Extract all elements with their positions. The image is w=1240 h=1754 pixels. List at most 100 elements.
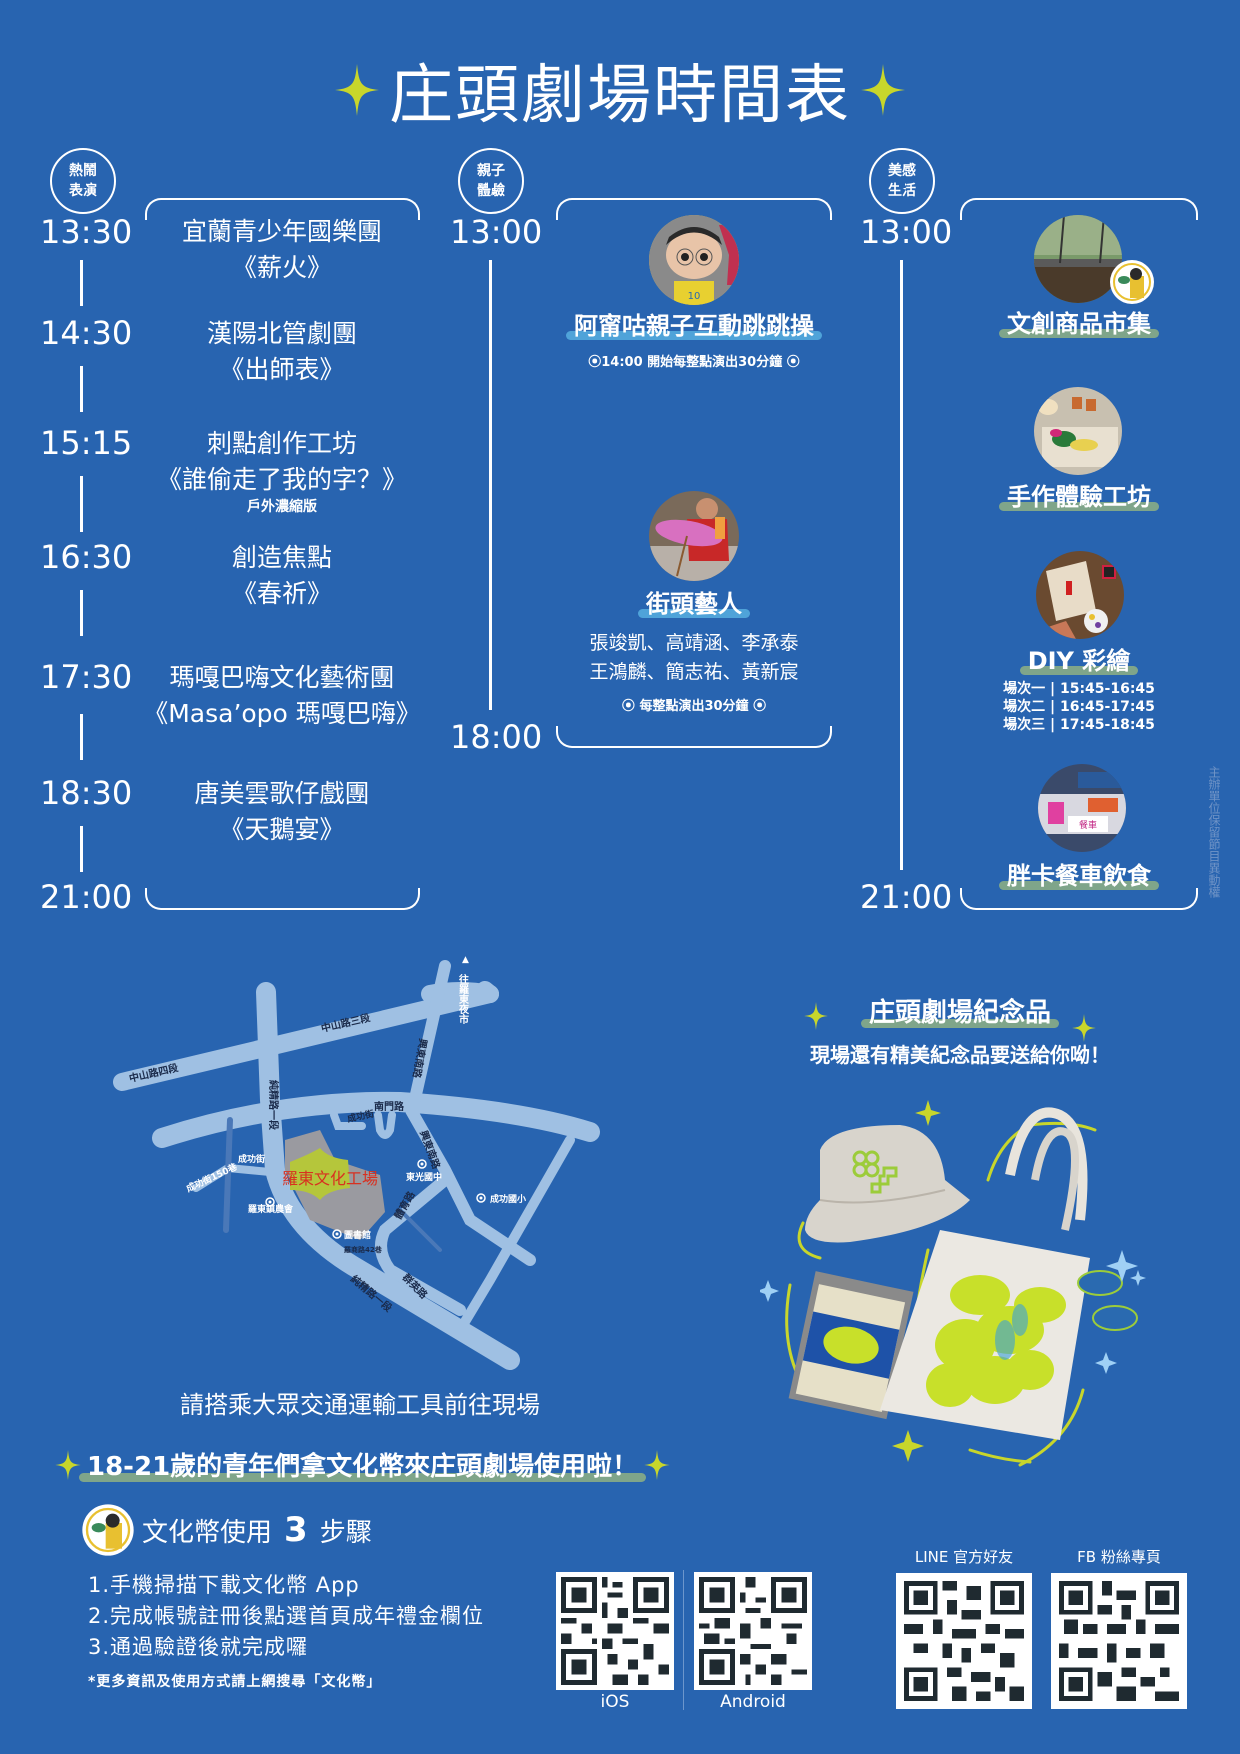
steps-title-suffix: 步驟 (319, 1517, 372, 1548)
qr-ios[interactable]: iOS (556, 1572, 674, 1712)
performance-group: 宜蘭青少年國樂團 (181, 217, 382, 246)
svg-text:純精路一段: 純精路一段 (267, 1080, 280, 1130)
family-item-title: 街頭藝人 (638, 584, 750, 619)
bracket-top (960, 198, 1198, 220)
badge-line: 美感 (888, 163, 916, 179)
lifestyle-item: 手作體驗工坊 (960, 477, 1198, 512)
session-time: 16:45-17:45 (1059, 699, 1155, 715)
step-item: 3.通過驗證後就完成囉 (88, 1635, 309, 1659)
svg-text:成功街: 成功街 (238, 1153, 265, 1165)
performance-group: 唐美雲歌仔戲團 (194, 779, 370, 808)
performer-line: 張竣凱、高靖涵、李承泰 (589, 632, 799, 654)
map-caption: 請搭乘大眾交通運輸工具前往現場 (180, 1391, 540, 1419)
svg-text:成功街150巷: 成功街150巷 (184, 1160, 240, 1194)
lifestyle-item-title: DIY 彩繪 (1019, 641, 1139, 676)
bracket-top (145, 198, 420, 220)
performance-show: 《天鵝宴》 (219, 815, 345, 844)
session-row: 場次一 | 15:45-16:45 (1003, 681, 1155, 697)
session-time: 15:45-16:45 (1059, 681, 1155, 697)
time-label-end: 21:00 (860, 878, 953, 916)
time-label: 18:30 (40, 774, 133, 812)
performance-group: 漢陽北管劇團 (206, 319, 357, 348)
qr-code[interactable] (1051, 1573, 1187, 1709)
lifestyle-item-title: 手作體驗工坊 (999, 477, 1159, 512)
badge-line: 熱鬧 (69, 163, 97, 179)
family-item: 阿甯咕親子互動跳跳操 ⦿14:00 開始每整點演出30分鐘 ⦿ (556, 306, 832, 370)
timeline-segment (900, 260, 903, 870)
performance-group: 創造焦點 (231, 543, 332, 572)
time-label: 17:30 (40, 658, 133, 696)
performance-show: 《薪火》 (231, 253, 332, 282)
bracket-bottom (960, 888, 1198, 910)
sparkle-icon (644, 1449, 670, 1480)
step-item: 1.手機掃描下載文化幣 App (88, 1573, 360, 1597)
time-label-end: 21:00 (40, 878, 133, 916)
qr-divider (683, 1570, 684, 1710)
performance-item: 創造焦點 《春祈》 (132, 540, 432, 612)
qr-android[interactable]: Android (694, 1572, 812, 1712)
lifestyle-item: 胖卡餐車飲食 (960, 856, 1198, 891)
badge-line: 體驗 (477, 183, 505, 199)
direction-label: 往羅東夜市 (457, 973, 470, 1025)
performance-item: 瑪嘎巴嗨文化藝術團 《Masa’opo 瑪嘎巴嗨》 (132, 660, 432, 732)
souvenir-illustration (760, 1100, 1146, 1467)
performance-show: 《Masa’opo 瑪嘎巴嗨》 (143, 699, 421, 728)
bracket-bottom (145, 888, 420, 910)
culture-coin-mascot-icon (82, 1504, 134, 1556)
performance-group: 瑪嘎巴嗨文化藝術團 (169, 663, 395, 692)
venue-label: 羅東文化工場 (282, 1169, 378, 1188)
title-text: 庄頭劇場紀念品 (868, 998, 1051, 1028)
steps-list: 1.手機掃描下載文化幣 App 2.完成帳號註冊後點選首頁成年禮金欄位 3.通過… (88, 1570, 484, 1698)
performance-item: 漢陽北管劇團 《出師表》 (132, 316, 432, 388)
performance-group: 刺點創作工坊 (206, 429, 357, 458)
bracket-bottom (556, 726, 832, 748)
timeline-segment (489, 260, 492, 710)
bracket-top (556, 198, 832, 220)
souvenir-title: 庄頭劇場紀念品 (860, 992, 1059, 1029)
page-title: 庄頭劇場時間表 (389, 59, 851, 133)
title-text: 阿甯咕親子互動跳跳操 (574, 312, 814, 340)
timeline-segment (80, 476, 83, 532)
time-label: 13:30 (40, 213, 133, 251)
sparkle-icon (55, 1449, 81, 1480)
step-item: 2.完成帳號註冊後點選首頁成年禮金欄位 (88, 1604, 485, 1628)
sparkle-icon (335, 64, 379, 116)
timeline-segment (80, 590, 83, 636)
qr-facebook[interactable]: FB 粉絲專頁 (1051, 1546, 1187, 1709)
performance-show: 《出師表》 (219, 355, 345, 384)
svg-text:餐車: 餐車 (1079, 819, 1097, 831)
performer-list: 張竣凱、高靖涵、李承泰 王鴻麟、簡志祐、黃新宸 (556, 629, 832, 687)
souvenir-header: 庄頭劇場紀念品 現場還有精美紀念品要送給你呦！ (780, 992, 1140, 1068)
sparkle-icon (1072, 1014, 1096, 1042)
qr-code[interactable] (556, 1572, 674, 1690)
culture-coin-banner: 18-21歲的青年們拿文化幣來庄頭劇場使用啦！ (55, 1446, 755, 1483)
timeline-segment (80, 826, 83, 872)
session-label: 場次三 (1003, 717, 1046, 733)
svg-text:羅商路42巷: 羅商路42巷 (344, 1245, 383, 1254)
time-label: 16:30 (40, 538, 133, 576)
time-label: 13:00 (450, 213, 543, 251)
disclaimer-vertical: 主辦單位保留節目異動權 (1207, 766, 1221, 898)
qr-code[interactable] (694, 1572, 812, 1690)
souvenir-subtitle: 現場還有精美紀念品要送給你呦！ (810, 1043, 1110, 1067)
svg-text:南門路: 南門路 (374, 1100, 405, 1113)
qr-line[interactable]: LINE 官方好友 (896, 1546, 1032, 1709)
performance-item: 宜蘭青少年國樂團 《薪火》 (132, 214, 432, 286)
svg-text:東光國中: 東光國中 (406, 1171, 442, 1183)
badge-line: 表演 (69, 183, 97, 199)
qr-label: LINE 官方好友 (914, 1548, 1014, 1566)
steps-header: 文化幣使用 3 步驟 (80, 1502, 372, 1558)
time-label-end: 18:00 (450, 718, 543, 756)
timeline-segment (80, 366, 83, 412)
title-text: 街頭藝人 (646, 590, 742, 618)
qr-label: FB 粉絲專頁 (1077, 1548, 1161, 1566)
steps-footnote: *更多資訊及使用方式請上網搜尋「文化幣」 (88, 1674, 382, 1690)
time-label: 14:30 (40, 314, 133, 352)
qr-label: iOS (600, 1692, 630, 1712)
title-text: DIY 彩繪 (1027, 647, 1131, 675)
qr-code[interactable] (896, 1573, 1032, 1709)
category-badge-lifestyle: 美感 生活 (869, 148, 935, 214)
badge-line: 親子 (477, 163, 505, 179)
location-map: 羅東文化工場 中山路四段 中山路三段 南門路 純精路一段 興東南路 興東南路 體… (113, 955, 600, 1370)
performance-note: 戶外濃縮版 (247, 499, 317, 515)
